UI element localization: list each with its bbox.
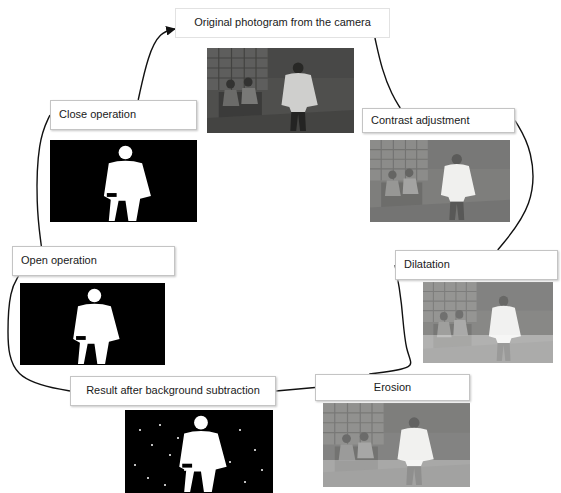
step-box: Open operation xyxy=(12,246,175,276)
flow-connector xyxy=(37,115,50,246)
step-box: Result after background subtraction xyxy=(70,376,276,406)
subtraction-photo xyxy=(125,410,273,493)
camera-photo xyxy=(207,48,354,133)
step-box: Erosion xyxy=(315,374,470,401)
flow-connector xyxy=(276,388,315,392)
step-box: Close operation xyxy=(50,100,197,130)
open-photo xyxy=(20,283,165,365)
step-label: Dilatation xyxy=(404,258,450,271)
step-label: Contrast adjustment xyxy=(371,114,469,127)
dilatation-photo xyxy=(423,282,553,363)
step-box: Original photogram from the camera xyxy=(175,8,390,38)
step-label: Close operation xyxy=(59,108,136,121)
step-label: Open operation xyxy=(21,254,97,267)
flow-connector xyxy=(375,38,400,108)
contrast-photo xyxy=(370,140,510,222)
close-photo xyxy=(50,140,197,222)
flow-connector xyxy=(369,265,410,374)
flow-connector xyxy=(138,29,175,100)
step-box: Contrast adjustment xyxy=(362,108,515,133)
flow-connector xyxy=(8,276,70,391)
flow-connector xyxy=(498,121,533,251)
step-label: Original photogram from the camera xyxy=(194,16,371,29)
erosion-photo xyxy=(323,403,470,487)
step-box: Dilatation xyxy=(395,250,558,280)
step-label: Erosion xyxy=(374,381,411,394)
step-label: Result after background subtraction xyxy=(86,384,260,397)
